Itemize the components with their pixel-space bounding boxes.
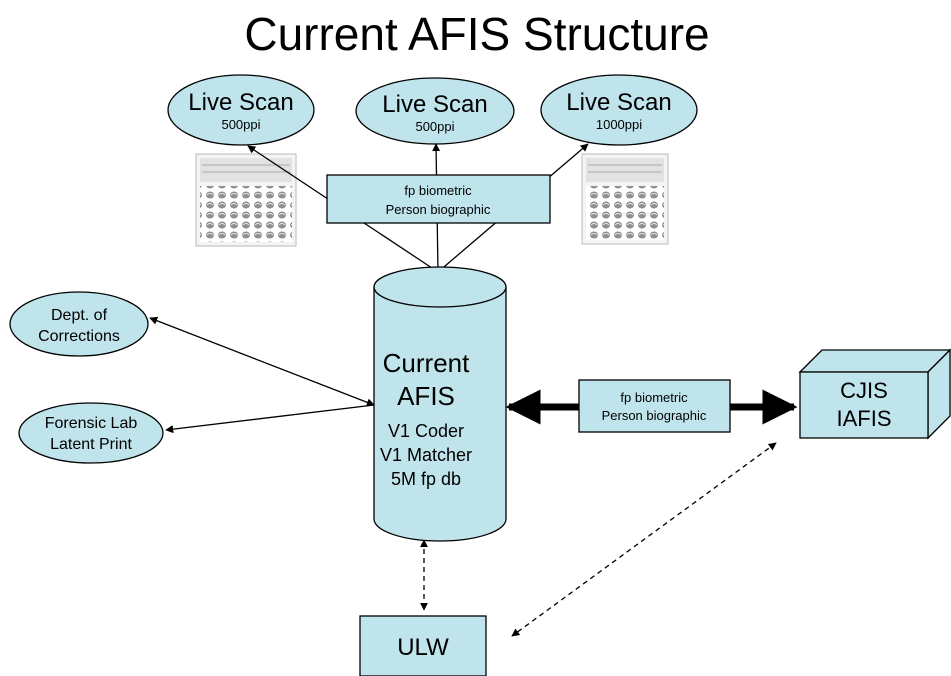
fingerprint-card-image-right bbox=[581, 153, 669, 245]
live-scan-2-title: Live Scan bbox=[382, 91, 487, 118]
current-afis-database: Current AFIS V1 Coder V1 Matcher 5M fp d… bbox=[373, 266, 507, 542]
corrections-line1: Dept. of bbox=[51, 307, 108, 324]
afis-line-afis: AFIS bbox=[397, 381, 455, 411]
afis-line-db: 5M fp db bbox=[391, 469, 461, 489]
dashed-cjis-ulw bbox=[511, 442, 777, 637]
live-scan-1-sub: 500ppi bbox=[221, 117, 260, 132]
afis-line-matcher: V1 Matcher bbox=[380, 445, 472, 465]
live-scan-3-sub: 1000ppi bbox=[596, 117, 642, 132]
cjis-line1: CJIS bbox=[840, 378, 888, 403]
live-scan-2-sub: 500ppi bbox=[415, 119, 454, 134]
side-message-line1: fp biometric bbox=[620, 390, 688, 405]
afis-line-current: Current bbox=[383, 348, 470, 378]
diagram-title: Current AFIS Structure bbox=[244, 8, 709, 60]
live-scan-3-title: Live Scan bbox=[566, 89, 671, 116]
ulw-node: ULW bbox=[359, 615, 487, 676]
forensic-line2: Latent Print bbox=[50, 436, 132, 453]
top-message-line2: Person biographic bbox=[386, 202, 491, 217]
cjis-line2: IAFIS bbox=[836, 406, 891, 431]
live-scan-2: Live Scan 500ppi bbox=[355, 77, 515, 145]
afis-line-coder: V1 Coder bbox=[388, 421, 464, 441]
side-message-line2: Person biographic bbox=[602, 408, 707, 423]
dept-of-corrections-node: Dept. of Corrections bbox=[9, 291, 149, 357]
top-message-line1: fp biometric bbox=[404, 183, 472, 198]
side-message-box: fp biometric Person biographic bbox=[578, 379, 731, 433]
corrections-line2: Corrections bbox=[38, 328, 120, 345]
fingerprint-card-image-left bbox=[195, 153, 297, 247]
live-scan-1-title: Live Scan bbox=[188, 89, 293, 116]
ulw-label: ULW bbox=[397, 634, 449, 661]
live-scan-1: Live Scan 500ppi bbox=[167, 74, 315, 146]
forensic-line1: Forensic Lab bbox=[45, 415, 138, 432]
forensic-lab-node: Forensic Lab Latent Print bbox=[18, 402, 164, 464]
live-scan-3: Live Scan 1000ppi bbox=[540, 74, 698, 146]
arrow-to-corrections bbox=[149, 316, 375, 407]
cjis-iafis-node: CJIS IAFIS bbox=[798, 348, 951, 440]
top-message-box: fp biometric Person biographic bbox=[326, 174, 551, 224]
arrow-to-forensic bbox=[165, 404, 375, 434]
